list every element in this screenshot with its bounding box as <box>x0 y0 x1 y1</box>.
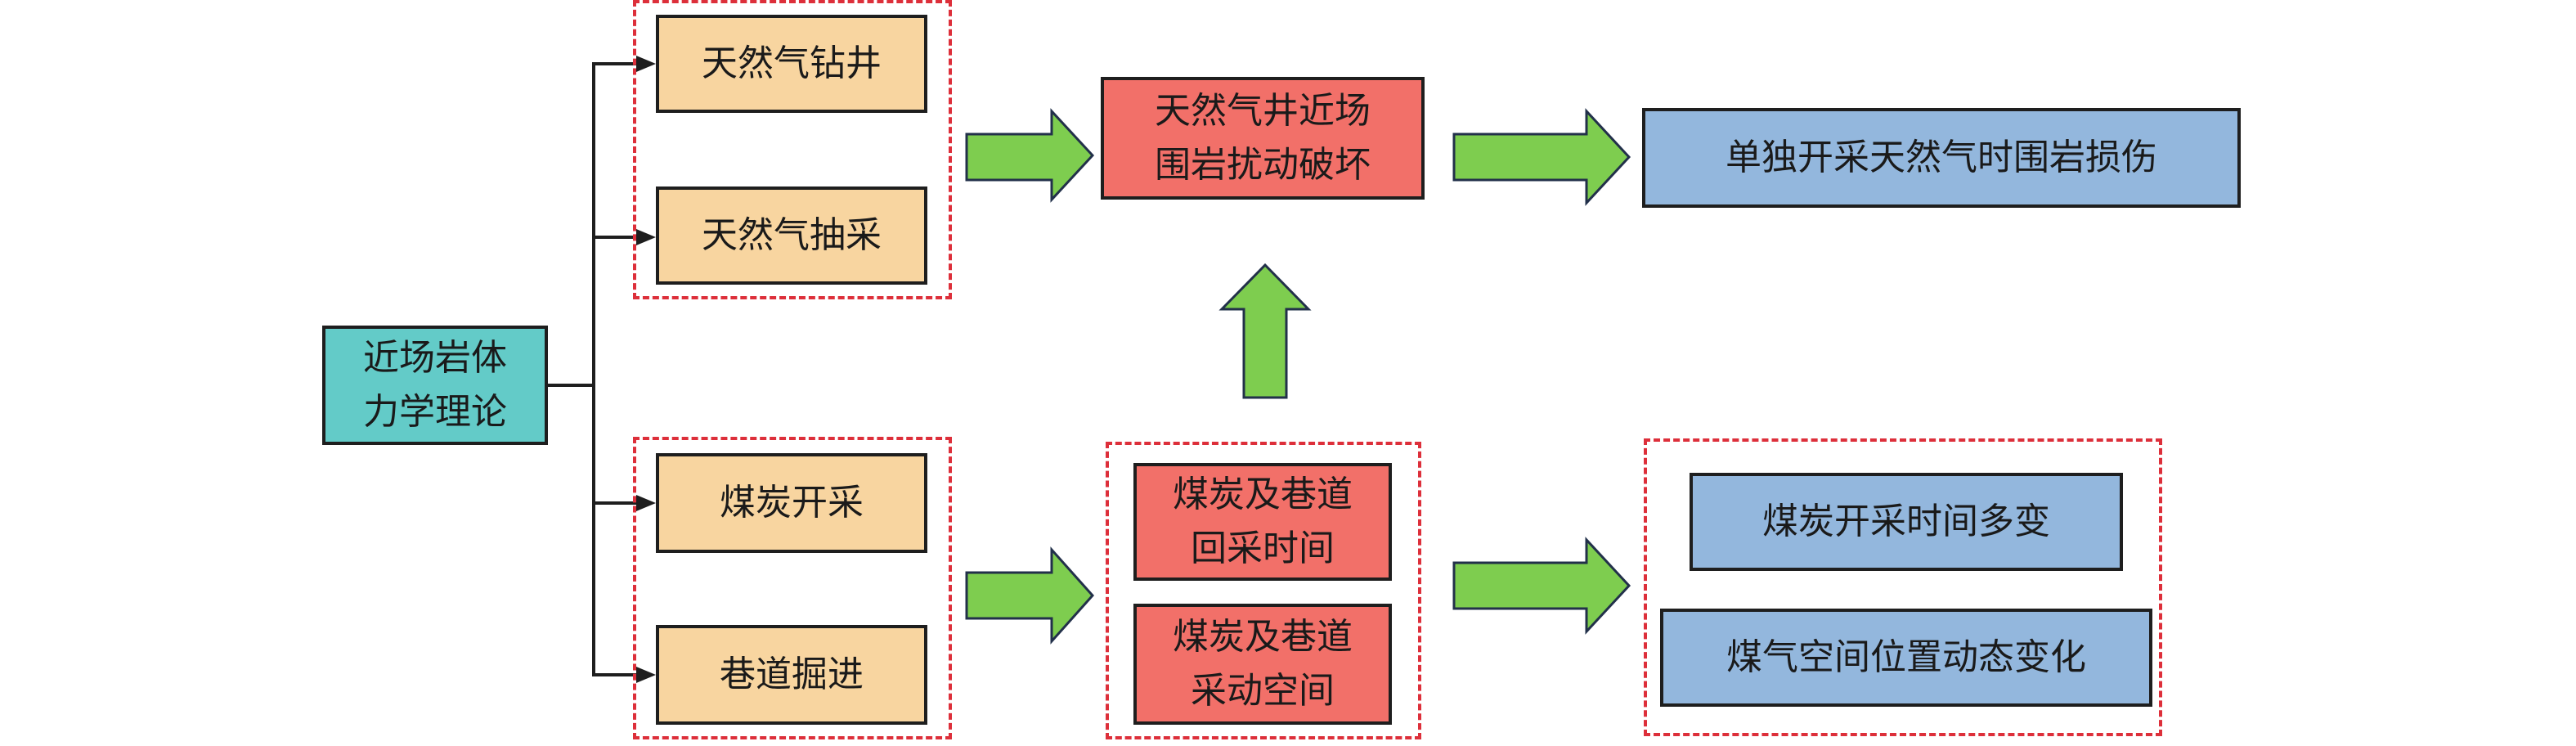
node-gas-only-damage: 单独开采天然气时围岩损伤 <box>1642 108 2241 208</box>
block-arrow-coal-effects-up-to-gas-effect <box>1218 263 1312 399</box>
branch-arrow-coal-mining <box>592 495 656 511</box>
block-arrow-effect-to-result <box>1452 108 1631 206</box>
node-gas-extraction: 天然气抽采 <box>656 186 927 285</box>
block-arrow-gas-to-effect <box>965 108 1095 203</box>
coal-operations-group <box>633 437 952 739</box>
node-mining-space: 煤炭及巷道 采动空间 <box>1133 604 1392 725</box>
node-gas-well-near-field-damage: 天然气井近场 围岩扰动破坏 <box>1101 77 1425 200</box>
branch-arrow-gas-drilling <box>592 56 656 72</box>
node-coal-gas-spatial-change: 煤气空间位置动态变化 <box>1660 609 2152 707</box>
coal-effects-group <box>1106 442 1421 739</box>
node-coal-mining: 煤炭开采 <box>656 453 927 553</box>
block-arrow-effects-to-results <box>1452 537 1631 635</box>
gas-operations-group <box>633 0 952 299</box>
branch-arrow-roadway-excavation <box>592 667 656 683</box>
node-gas-drilling: 天然气钻井 <box>656 15 927 113</box>
coal-results-group <box>1644 438 2162 736</box>
node-mining-time: 煤炭及巷道 回采时间 <box>1133 463 1392 581</box>
node-coal-time-variability: 煤炭开采时间多变 <box>1690 473 2123 571</box>
root-node: 近场岩体 力学理论 <box>322 326 548 445</box>
branch-arrow-gas-extraction <box>592 229 656 245</box>
block-arrow-coal-to-effects <box>965 546 1095 645</box>
node-roadway-excavation: 巷道掘进 <box>656 625 927 725</box>
